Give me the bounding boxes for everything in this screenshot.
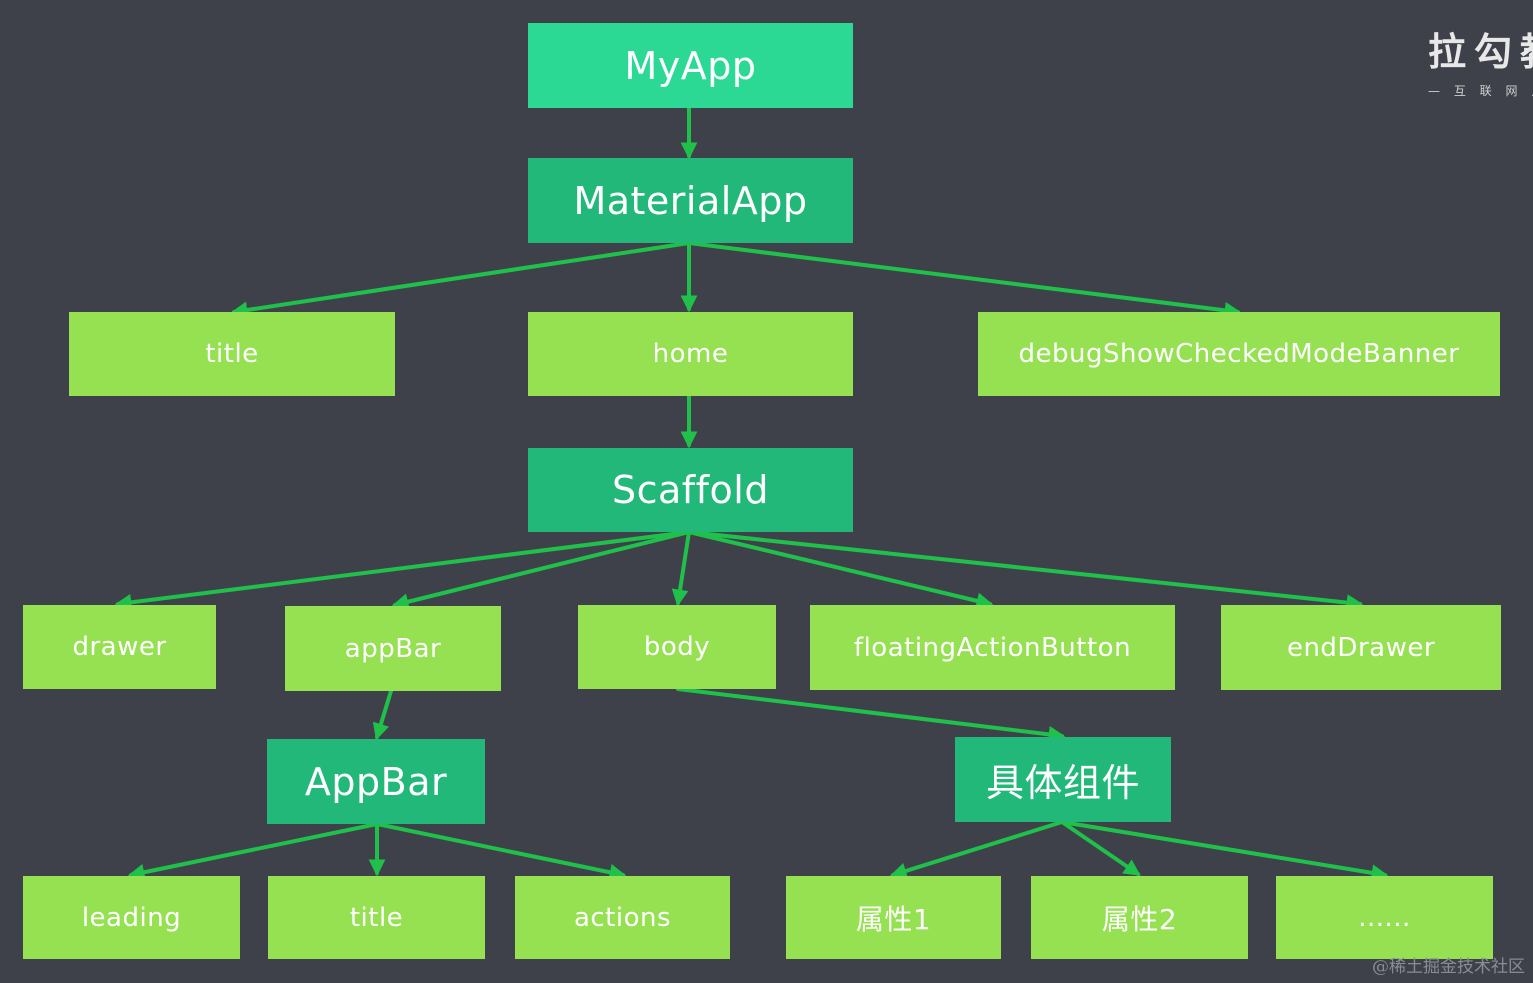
node-concrete-widget: 具体组件 bbox=[955, 737, 1171, 822]
edge-appbar-widget-to-leading bbox=[127, 822, 379, 881]
watermark: @稀土掘金技术社区 bbox=[1372, 957, 1525, 977]
node-appbar-widget: AppBar bbox=[267, 739, 485, 824]
node-floating-action-button: floatingActionButton bbox=[810, 605, 1175, 690]
edge-scaffold-to-fab bbox=[687, 530, 994, 610]
node-leading: leading bbox=[23, 876, 240, 959]
edge-scaffold-to-body bbox=[671, 530, 691, 607]
node-actions: actions bbox=[515, 876, 730, 959]
node-appbar-property: appBar bbox=[285, 606, 501, 691]
edge-scaffold-to-end-drawer bbox=[687, 530, 1364, 611]
node-attribute-2: 属性2 bbox=[1031, 876, 1248, 959]
logo-brand-text: 拉勾教 bbox=[1428, 29, 1533, 74]
node-home: home bbox=[528, 312, 853, 396]
node-myapp: MyApp bbox=[528, 23, 853, 108]
edge-body-to-concrete-widget bbox=[676, 687, 1066, 743]
brand-logo: 拉勾教 — 互 联 网 人 实 bbox=[1428, 28, 1533, 108]
node-debug-banner: debugShowCheckedModeBanner bbox=[978, 312, 1500, 396]
node-more: ...... bbox=[1276, 876, 1493, 959]
node-end-drawer: endDrawer bbox=[1221, 605, 1501, 690]
edge-concrete-to-more bbox=[1060, 820, 1389, 882]
edge-concrete-to-attr2 bbox=[1060, 820, 1141, 876]
edge-appbar-to-appbar-widget bbox=[372, 689, 393, 741]
node-attribute-1: 属性1 bbox=[786, 876, 1001, 959]
edge-scaffold-to-drawer bbox=[114, 530, 691, 611]
edge-scaffold-to-appbar bbox=[391, 530, 691, 610]
node-appbar-title: title bbox=[268, 876, 485, 959]
node-materialapp: MaterialApp bbox=[528, 158, 853, 243]
node-drawer: drawer bbox=[23, 605, 216, 689]
edge-materialapp-to-debug-banner bbox=[687, 241, 1242, 319]
edge-concrete-to-attr1 bbox=[889, 820, 1064, 879]
edge-appbar-widget-to-actions bbox=[375, 822, 627, 881]
node-title: title bbox=[69, 312, 395, 396]
edge-materialapp-to-title bbox=[230, 241, 691, 319]
node-body: body bbox=[578, 605, 776, 689]
node-scaffold: Scaffold bbox=[528, 448, 853, 532]
logo-tagline: — 互 联 网 人 实 bbox=[1428, 84, 1533, 98]
